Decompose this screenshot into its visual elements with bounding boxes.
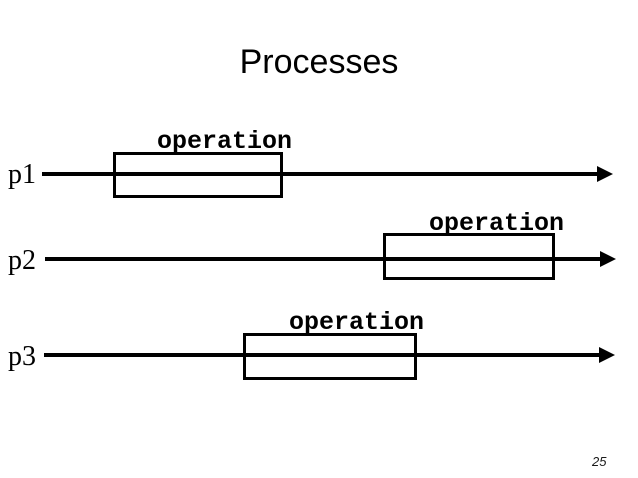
operation-label: operation [429,209,565,238]
timeline-line [45,257,602,261]
operation-box [383,233,555,280]
operation-box [243,333,417,380]
operation-label: operation [157,127,293,156]
slide-title: Processes [239,43,399,81]
process-label-p3: p3 [8,341,36,372]
operation-box [113,152,283,198]
arrow-right-icon [600,251,616,267]
arrow-right-icon [597,166,613,182]
timeline-line [42,172,600,176]
process-label-p1: p1 [8,159,36,190]
page-number: 25 [592,454,607,469]
process-label-p2: p2 [8,245,36,276]
operation-label: operation [289,308,425,337]
timeline-line [44,353,601,357]
arrow-right-icon [599,347,615,363]
